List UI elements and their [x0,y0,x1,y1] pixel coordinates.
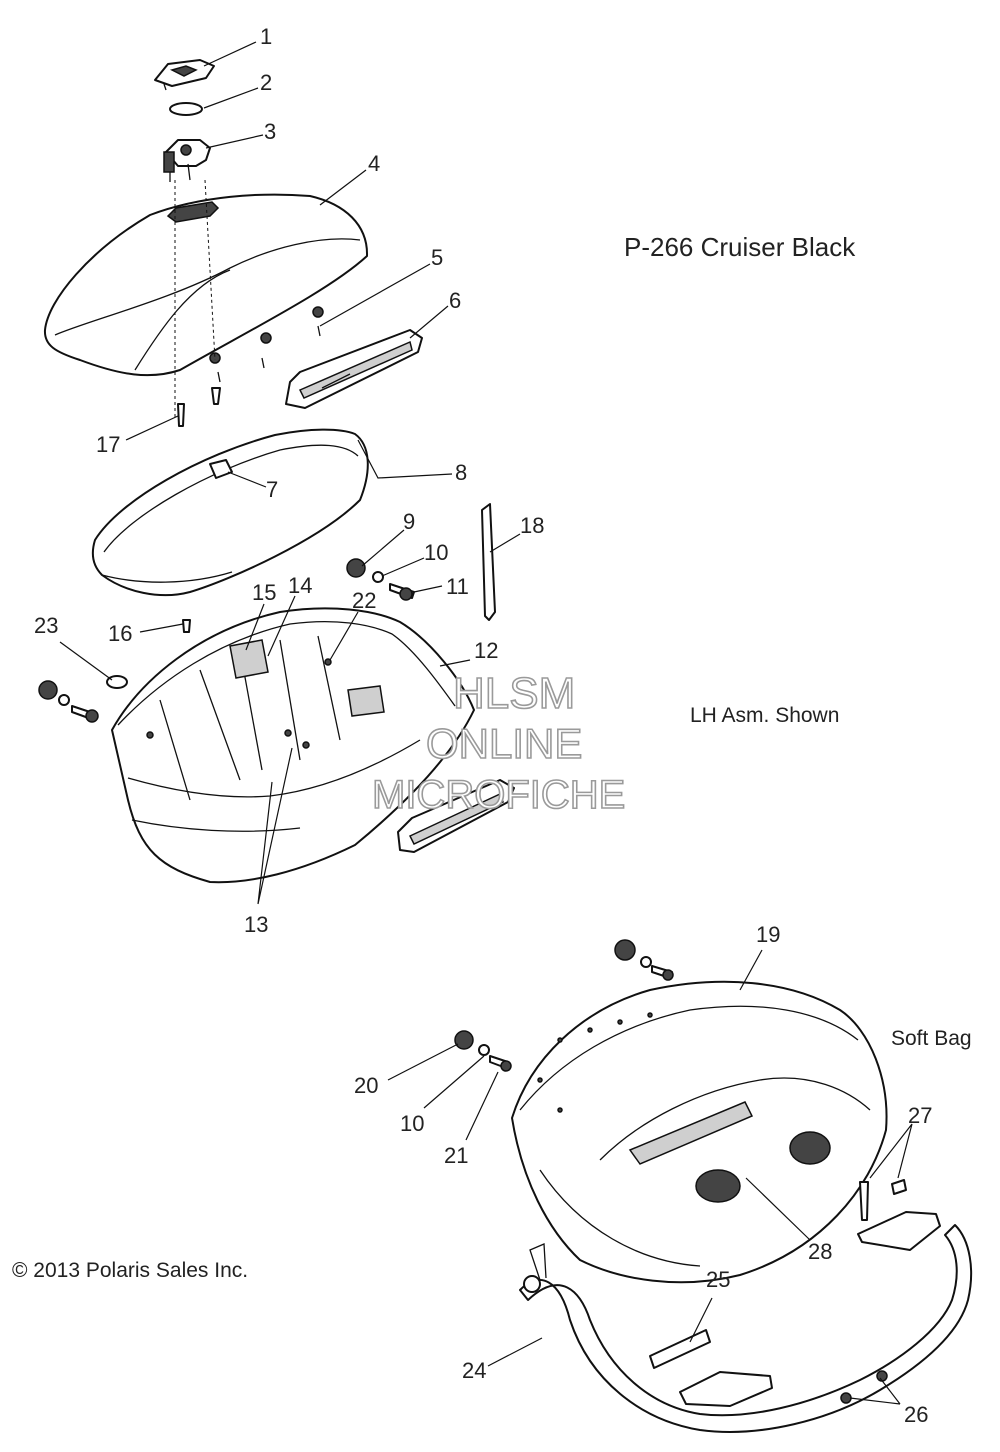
callout-2: 2 [260,70,272,95]
callout-6: 6 [449,288,461,313]
part-lid [43,193,369,377]
callout-20: 20 [354,1073,378,1098]
watermark-line-2: ONLINE [426,720,582,767]
callout-11: 11 [446,574,469,599]
part-strap [481,503,496,621]
callout-24: 24 [462,1358,486,1383]
part-washer [169,102,203,116]
callout-10-upper: 10 [424,540,448,565]
callout-16: 16 [108,621,132,646]
callout-21: 21 [444,1143,468,1168]
callout-7: 7 [266,477,278,502]
callout-9: 9 [403,509,415,534]
callout-27: 27 [908,1103,932,1128]
part-plug [106,675,128,689]
part-latch-cover [154,59,215,91]
callout-13: 13 [244,912,268,937]
part-soft-bag [511,980,888,1284]
note-lh-asm: LH Asm. Shown [690,704,839,727]
watermark: HLSM ONLINE MICROFICHE [371,668,626,818]
part-guard-rail [519,1224,973,1433]
part-bracket-27 [857,1179,941,1251]
diagram-title: P-266 Cruiser Black [624,232,856,262]
callout-22: 22 [352,588,376,613]
watermark-line-1: HLSM [453,669,575,718]
part-hardware-left [38,680,99,723]
watermark-line-3: MICROFICHE [372,773,625,817]
callout-3: 3 [264,119,276,144]
callout-19: 19 [756,922,780,947]
note-soft-bag: Soft Bag [891,1027,972,1050]
callout-8: 8 [455,460,467,485]
part-bracket-lower [679,1371,773,1407]
part-bumper [209,459,233,479]
callout-23: 23 [34,613,58,638]
part-emblem-top [285,329,423,409]
callout-26: 26 [904,1402,928,1427]
callout-1: 1 [260,24,272,49]
part-pin-16 [182,619,191,633]
copyright-text: © 2013 Polaris Sales Inc. [12,1259,248,1282]
callout-18: 18 [520,513,544,538]
callout-15: 15 [252,580,276,605]
callout-14: 14 [288,573,312,598]
part-lock [163,139,211,182]
part-emblem-case [397,779,515,853]
callout-5: 5 [431,245,443,270]
callout-12: 12 [474,638,498,663]
callout-25: 25 [706,1267,730,1292]
callout-28: 28 [808,1239,832,1264]
callout-labels: 1 2 3 4 5 6 17 7 8 18 9 10 11 15 14 22 2… [34,24,932,1427]
part-bracket-25 [649,1329,711,1369]
part-hardware-upper [346,558,415,601]
callout-10-lower: 10 [400,1111,424,1136]
callout-4: 4 [368,151,380,176]
part-seal [91,428,369,597]
part-pin-17 [177,403,185,427]
part-case [111,607,475,884]
part-screws-5 [211,325,321,405]
part-hardware-softbag [454,939,674,1072]
callout-17: 17 [96,432,120,457]
leader-lines [59,41,913,1405]
